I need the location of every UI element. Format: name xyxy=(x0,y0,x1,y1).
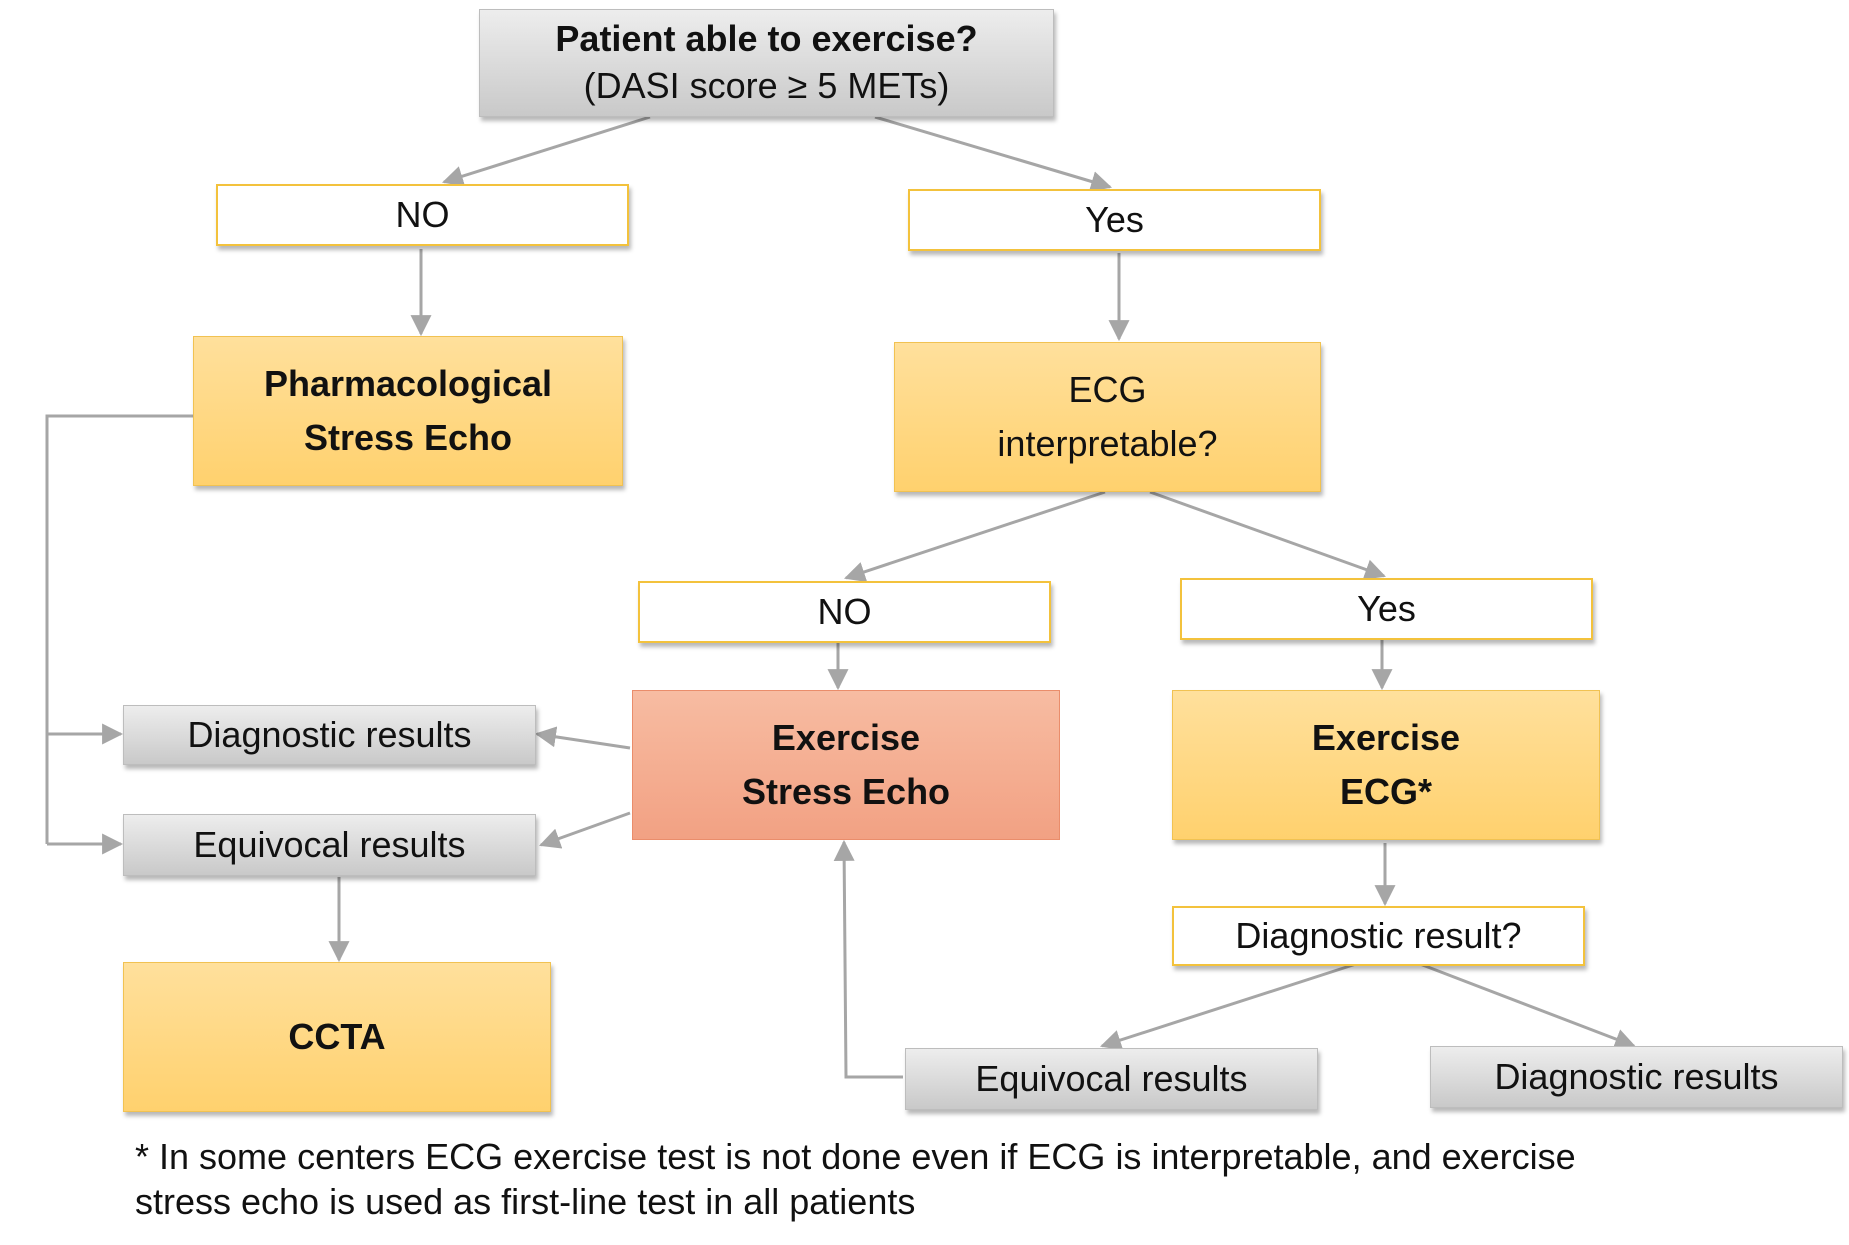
arrow-ecg-to-no xyxy=(844,490,1106,583)
arrow-question-to-yes xyxy=(874,115,1113,192)
arrow-exercise-echo-to-equivocal xyxy=(539,811,631,849)
ecg-interpretable-box: ECG interpretable? xyxy=(894,342,1321,492)
footnote-text: * In some centers ECG exercise test is n… xyxy=(135,1136,1576,1222)
diagnostic-results-bottom-box: Diagnostic results xyxy=(1430,1046,1843,1108)
arrow-ecg-to-yes xyxy=(1149,490,1386,580)
no-box-middle: NO xyxy=(638,581,1051,643)
arrow-question-to-no xyxy=(441,115,651,187)
arrow-exercise-echo-to-diagnostic xyxy=(534,726,631,750)
no-box-top: NO xyxy=(216,184,629,246)
diagnostic-result-question-box: Diagnostic result? xyxy=(1172,906,1585,966)
exercise-stress-echo-box: Exercise Stress Echo xyxy=(632,690,1060,840)
arrow-diagnostic-question-to-equivocal xyxy=(1100,962,1357,1051)
equivocal-results-left-box: Equivocal results xyxy=(123,814,536,876)
exercise-ecg-box: Exercise ECG* xyxy=(1172,690,1600,840)
diagnostic-results-left-box: Diagnostic results xyxy=(123,705,536,765)
ccta-box: CCTA xyxy=(123,962,551,1112)
line-pharm-to-left-rail xyxy=(45,414,193,844)
pharmacological-stress-echo-box: Pharmacological Stress Echo xyxy=(193,336,623,486)
arrow-equivocal-to-exercise-echo xyxy=(833,839,903,1079)
equivocal-results-bottom-box: Equivocal results xyxy=(905,1048,1318,1110)
exercise-question-box: Patient able to exercise? (DASI score ≥ … xyxy=(479,9,1054,117)
yes-box-middle: Yes xyxy=(1180,578,1593,640)
exercise-question-title: Patient able to exercise? xyxy=(555,18,978,60)
exercise-question-subtitle: (DASI score ≥ 5 METs) xyxy=(583,65,950,106)
arrow-diagnostic-question-to-diagnostic xyxy=(1419,962,1636,1050)
yes-box-top: Yes xyxy=(908,189,1321,251)
